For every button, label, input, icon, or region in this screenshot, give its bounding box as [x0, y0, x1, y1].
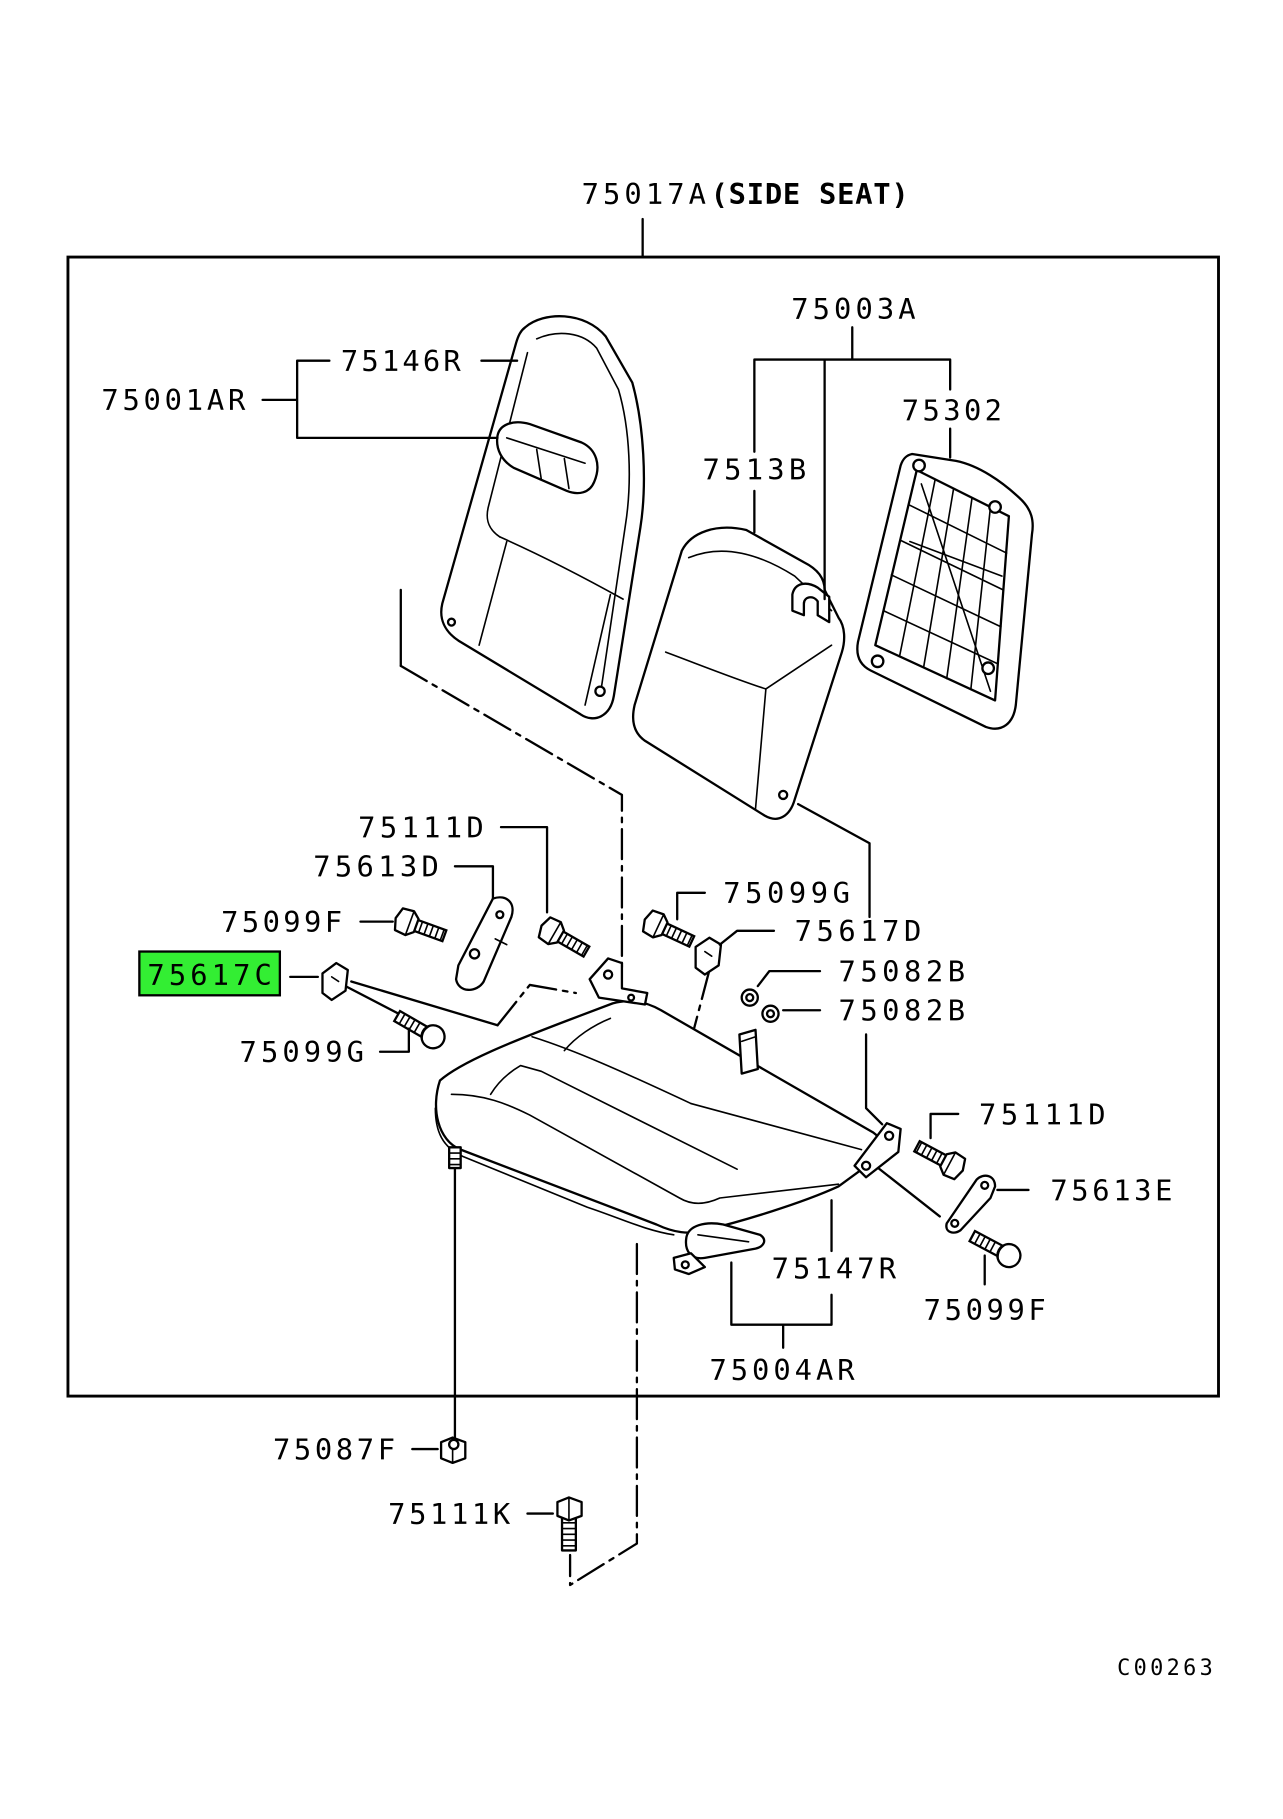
seat-back — [440, 315, 646, 720]
seat-back-pad — [631, 526, 846, 820]
assembly-line — [796, 802, 871, 919]
washer-75082B-1 — [740, 988, 759, 1007]
bolt-75111D-top — [534, 913, 594, 964]
callout-75111D-top[interactable]: 75111D — [358, 811, 484, 845]
assembly-line — [350, 980, 499, 1027]
assembly-line — [496, 983, 578, 1027]
callout-75087F[interactable]: 75087F — [273, 1432, 395, 1466]
callout-75111K[interactable]: 75111K — [388, 1497, 511, 1531]
hinge-bracket-left — [588, 957, 649, 1006]
callout-75001AR[interactable]: 75001AR — [101, 383, 246, 417]
callout-75099F-right[interactable]: 75099F — [924, 1293, 1046, 1327]
assembly-line — [568, 1242, 639, 1587]
assembly-frame — [66, 255, 1220, 1398]
callout-75302[interactable]: 75302 — [902, 394, 1002, 428]
hinge-bracket-right — [853, 1121, 902, 1179]
assembly-number[interactable]: 75017A — [582, 177, 706, 211]
callout-75082B-2[interactable]: 75082B — [838, 994, 965, 1028]
clip-75617C — [321, 961, 349, 1002]
seat-cushion — [434, 999, 883, 1236]
leader-lines — [261, 326, 1030, 1515]
highlight-box — [138, 950, 282, 997]
assembly-line — [874, 1164, 941, 1218]
bolt-75099F-left — [390, 904, 450, 949]
clip-75617D — [694, 936, 723, 976]
cushion-stud — [448, 1146, 462, 1170]
callout-75111D-right[interactable]: 75111D — [979, 1097, 1106, 1131]
bolt-75099G-right — [638, 906, 699, 955]
assembly-name: (SIDE SEAT) — [711, 177, 909, 211]
callout-75617D[interactable]: 75617D — [795, 914, 922, 948]
callout-75613D[interactable]: 75613D — [313, 850, 439, 884]
callout-75147R[interactable]: 75147R — [772, 1252, 897, 1286]
callout-75099G-left[interactable]: 75099G — [240, 1035, 364, 1069]
seat-grip — [672, 1222, 766, 1276]
side-plate-75613D — [454, 896, 514, 991]
seat-back-frame — [856, 452, 1034, 730]
callout-75099F-left[interactable]: 75099F — [221, 905, 342, 939]
bolt-75111D-right — [909, 1133, 970, 1183]
callout-75099G-right[interactable]: 75099G — [723, 876, 850, 910]
callout-75003A[interactable]: 75003A — [791, 292, 915, 326]
callout-75146R[interactable]: 75146R — [341, 344, 461, 378]
callout-75004AR[interactable]: 75004AR — [709, 1353, 855, 1387]
assembly-line — [344, 984, 405, 1018]
bolt-75111K — [556, 1496, 583, 1552]
side-plate-75613E — [945, 1174, 997, 1234]
drawing-code: C00263 — [1117, 1656, 1213, 1681]
bolt-75099F-right — [965, 1224, 1026, 1273]
bolt-75099G-left — [390, 1004, 450, 1054]
callout-75613E[interactable]: 75613E — [1050, 1173, 1172, 1207]
nut-75087F — [439, 1436, 467, 1465]
washer-75082B-2 — [761, 1004, 780, 1023]
callout-75082B-1[interactable]: 75082B — [838, 954, 965, 988]
seat-strap — [738, 1028, 759, 1075]
assembly-line — [864, 1033, 884, 1126]
headrest-guide — [495, 421, 599, 495]
callout-7513B[interactable]: 7513B — [703, 452, 807, 486]
assembly-line — [399, 664, 624, 972]
